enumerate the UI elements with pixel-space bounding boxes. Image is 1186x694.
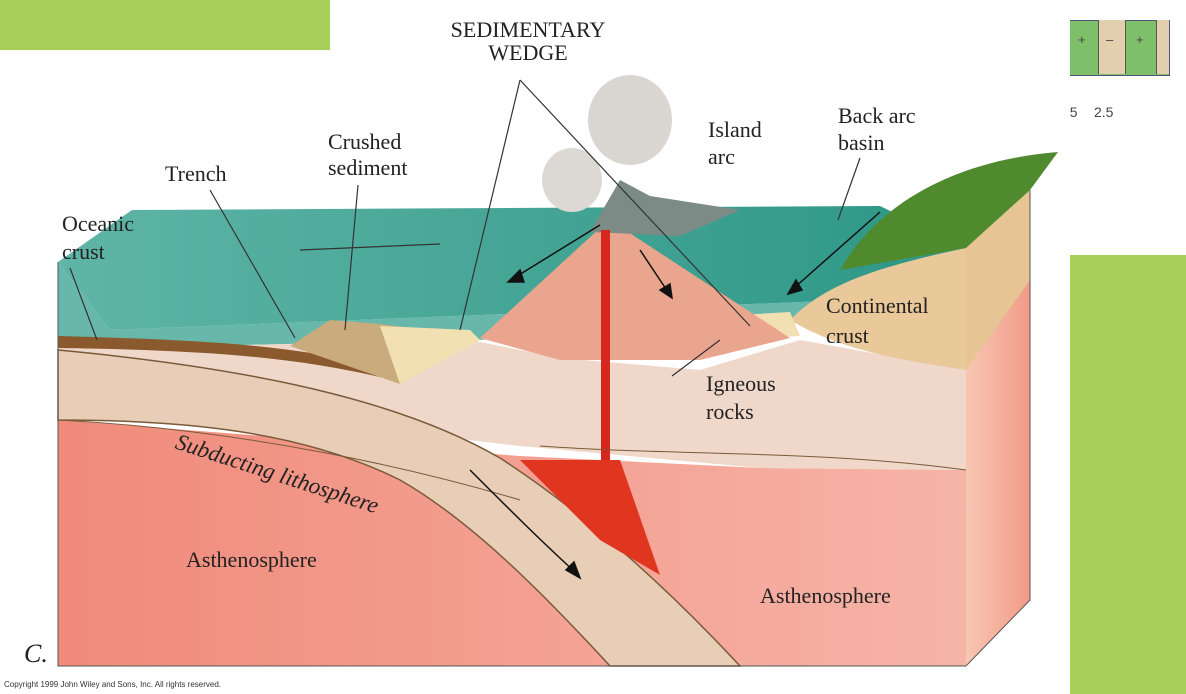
- label-island-arc-line1: Island: [708, 118, 762, 141]
- label-island-arc-line2: arc: [708, 145, 762, 168]
- eruption-plume-1: [588, 75, 672, 165]
- label-oceanic-line1: Oceanic: [62, 212, 134, 235]
- label-crushed-line2: sediment: [328, 156, 407, 179]
- label-crushed-sediment: Crushed sediment: [328, 130, 407, 179]
- label-trench: Trench: [165, 162, 227, 185]
- label-asthenosphere-right: Asthenosphere: [760, 584, 891, 607]
- label-continental-crust: Continental crust: [826, 294, 929, 347]
- magma-conduit: [601, 230, 610, 464]
- label-back-arc-basin: Back arc basin: [838, 104, 916, 154]
- label-continental-line1: Continental: [826, 294, 929, 317]
- label-asthenosphere-left: Asthenosphere: [186, 548, 317, 571]
- label-back-arc-line2: basin: [838, 131, 916, 154]
- label-back-arc-line1: Back arc: [838, 104, 916, 127]
- label-island-arc: Island arc: [708, 118, 762, 168]
- label-igneous-line2: rocks: [706, 400, 776, 423]
- label-igneous-line1: Igneous: [706, 372, 776, 395]
- label-sedimentary-wedge-line2: WEDGE: [418, 41, 638, 64]
- label-igneous-rocks: Igneous rocks: [706, 372, 776, 423]
- panel-letter: C.: [24, 640, 48, 667]
- label-sedimentary-wedge: SEDIMENTARY WEDGE: [418, 18, 638, 64]
- copyright-notice: Copyright 1999 John Wiley and Sons, Inc.…: [4, 680, 221, 689]
- label-crushed-line1: Crushed: [328, 130, 407, 153]
- label-sedimentary-wedge-line1: SEDIMENTARY: [418, 18, 638, 41]
- label-oceanic-crust: Oceanic crust: [62, 212, 134, 263]
- label-continental-line2: crust: [826, 324, 929, 347]
- label-oceanic-line2: crust: [62, 240, 134, 263]
